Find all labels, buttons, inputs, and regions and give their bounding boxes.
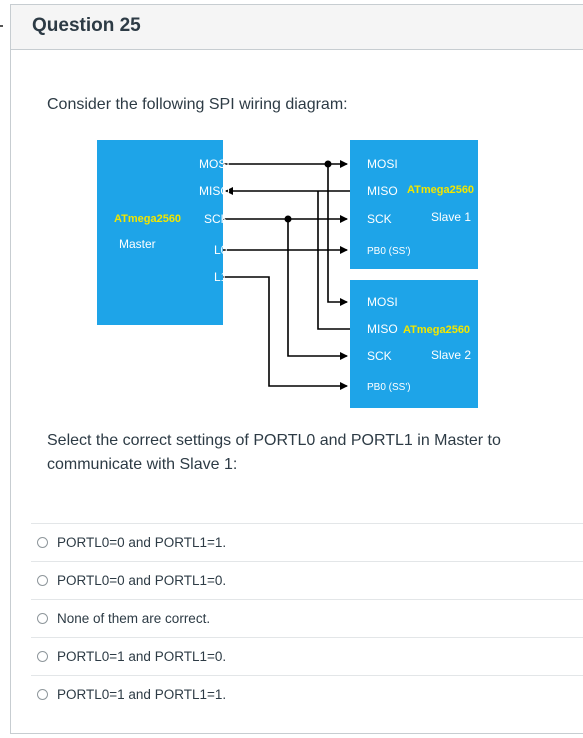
radio-button[interactable] xyxy=(37,537,48,548)
answer-label: PORTL0=1 and PORTL1=0. xyxy=(57,649,227,664)
master-role-label: Master xyxy=(119,237,156,251)
radio-button[interactable] xyxy=(37,575,48,586)
master-pin-l0: L0 xyxy=(214,243,228,257)
answer-list: PORTL0=0 and PORTL1=1. PORTL0=0 and PORT… xyxy=(31,523,583,713)
mosi-junction xyxy=(324,160,332,168)
master-pin-mosi: MOSI xyxy=(199,157,230,171)
slave1-role-label: Slave 1 xyxy=(431,210,471,224)
question-instruction: Select the correct settings of PORTL0 an… xyxy=(47,429,501,477)
spi-wiring-diagram: ATmega2560 Master MOSI MISO SCK L0 L1 MO… xyxy=(97,140,478,408)
answer-option-4[interactable]: PORTL0=1 and PORTL1=0. xyxy=(31,637,583,675)
slave1-pin-sck: SCK xyxy=(367,212,392,226)
slave2-pin-pb0: PB0 (SS') xyxy=(367,382,411,393)
question-instruction-line2: communicate with Slave 1: xyxy=(47,456,238,473)
radio-button[interactable] xyxy=(37,651,48,662)
question-instruction-line1: Select the correct settings of PORTL0 an… xyxy=(47,432,501,449)
slave1-chip xyxy=(350,140,478,269)
slave2-pin-sck: SCK xyxy=(367,349,392,363)
question-header: Question 25 xyxy=(11,5,583,50)
master-pin-sck: SCK xyxy=(204,212,229,226)
question-prompt: Consider the following SPI wiring diagra… xyxy=(47,96,348,113)
slave1-pin-mosi: MOSI xyxy=(367,157,398,171)
answer-option-3[interactable]: None of them are correct. xyxy=(31,599,583,637)
slave1-pin-miso: MISO xyxy=(367,184,398,198)
master-chip xyxy=(97,140,223,325)
master-pin-l1: L1 xyxy=(214,270,228,284)
answer-option-5[interactable]: PORTL0=1 and PORTL1=1. xyxy=(31,675,583,713)
answer-option-1[interactable]: PORTL0=0 and PORTL1=1. xyxy=(31,523,583,561)
slave1-chip-label: ATmega2560 xyxy=(407,184,474,196)
slave1-pin-pb0: PB0 (SS') xyxy=(367,246,411,257)
master-chip-label: ATmega2560 xyxy=(114,213,181,225)
slave2-pin-mosi: MOSI xyxy=(367,295,398,309)
slave2-chip xyxy=(350,280,478,408)
master-pin-miso: MISO xyxy=(199,184,230,198)
answer-label: PORTL0=0 and PORTL1=0. xyxy=(57,573,227,588)
sck-junction xyxy=(284,215,292,223)
slave2-role-label: Slave 2 xyxy=(431,348,471,362)
radio-button[interactable] xyxy=(37,613,48,624)
answer-label: PORTL0=1 and PORTL1=1. xyxy=(57,687,227,702)
slave2-chip-label: ATmega2560 xyxy=(403,324,470,336)
answer-label: None of them are correct. xyxy=(57,611,211,626)
radio-button[interactable] xyxy=(37,689,48,700)
question-card: Question 25 Consider the following SPI w… xyxy=(10,4,583,734)
edge-marker xyxy=(0,25,3,27)
question-title: Question 25 xyxy=(32,15,141,36)
answer-option-2[interactable]: PORTL0=0 and PORTL1=0. xyxy=(31,561,583,599)
answer-label: PORTL0=0 and PORTL1=1. xyxy=(57,535,227,550)
slave2-pin-miso: MISO xyxy=(367,322,398,336)
